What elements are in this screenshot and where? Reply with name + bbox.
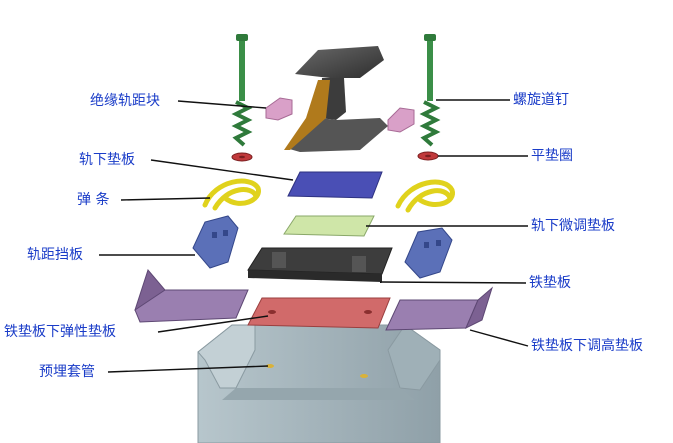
- leader-lines: [99, 99, 529, 373]
- elastic-clip-right: [395, 179, 455, 213]
- micro-adjust-pad: [283, 215, 375, 237]
- height-pad-right: [385, 286, 493, 331]
- tie-plate: [247, 247, 393, 282]
- elastic-pad: [247, 297, 391, 329]
- label-elastic-clip: 弹 条: [77, 192, 110, 208]
- spiral-spike-right: [419, 34, 441, 147]
- embedded-sleeve-hole-left: [266, 364, 274, 368]
- label-tie-plate: 铁垫板: [529, 275, 571, 291]
- label-under-rail-micro-pad: 轨下微调垫板: [531, 218, 615, 234]
- spiral-spike-left: [231, 34, 253, 147]
- rail-pad: [287, 171, 383, 199]
- label-gauge-baffle: 轨距挡板: [27, 247, 83, 263]
- label-insulating-gauge-block: 绝缘轨距块: [90, 93, 160, 109]
- insulating-block-left: [265, 97, 293, 121]
- insulating-block-right: [387, 107, 415, 133]
- concrete-sleeper: [197, 324, 441, 443]
- label-flat-washer: 平垫圈: [531, 148, 573, 164]
- label-spiral-spike: 螺旋道钉: [513, 92, 569, 108]
- elastic-clip-left: [202, 178, 261, 211]
- rail: [284, 46, 388, 152]
- gauge-baffle-right: [404, 227, 453, 279]
- label-elastic-pad-under-tie-plate: 铁垫板下弹性垫板: [4, 324, 116, 340]
- label-height-pad-under-tie-plate: 铁垫板下调高垫板: [531, 338, 643, 354]
- height-pad-left: [134, 268, 249, 323]
- gauge-baffle-left: [192, 215, 239, 269]
- label-under-rail-pad: 轨下垫板: [79, 152, 135, 168]
- label-embedded-sleeve: 预埋套管: [39, 364, 95, 380]
- embedded-sleeve-hole-right: [360, 374, 368, 378]
